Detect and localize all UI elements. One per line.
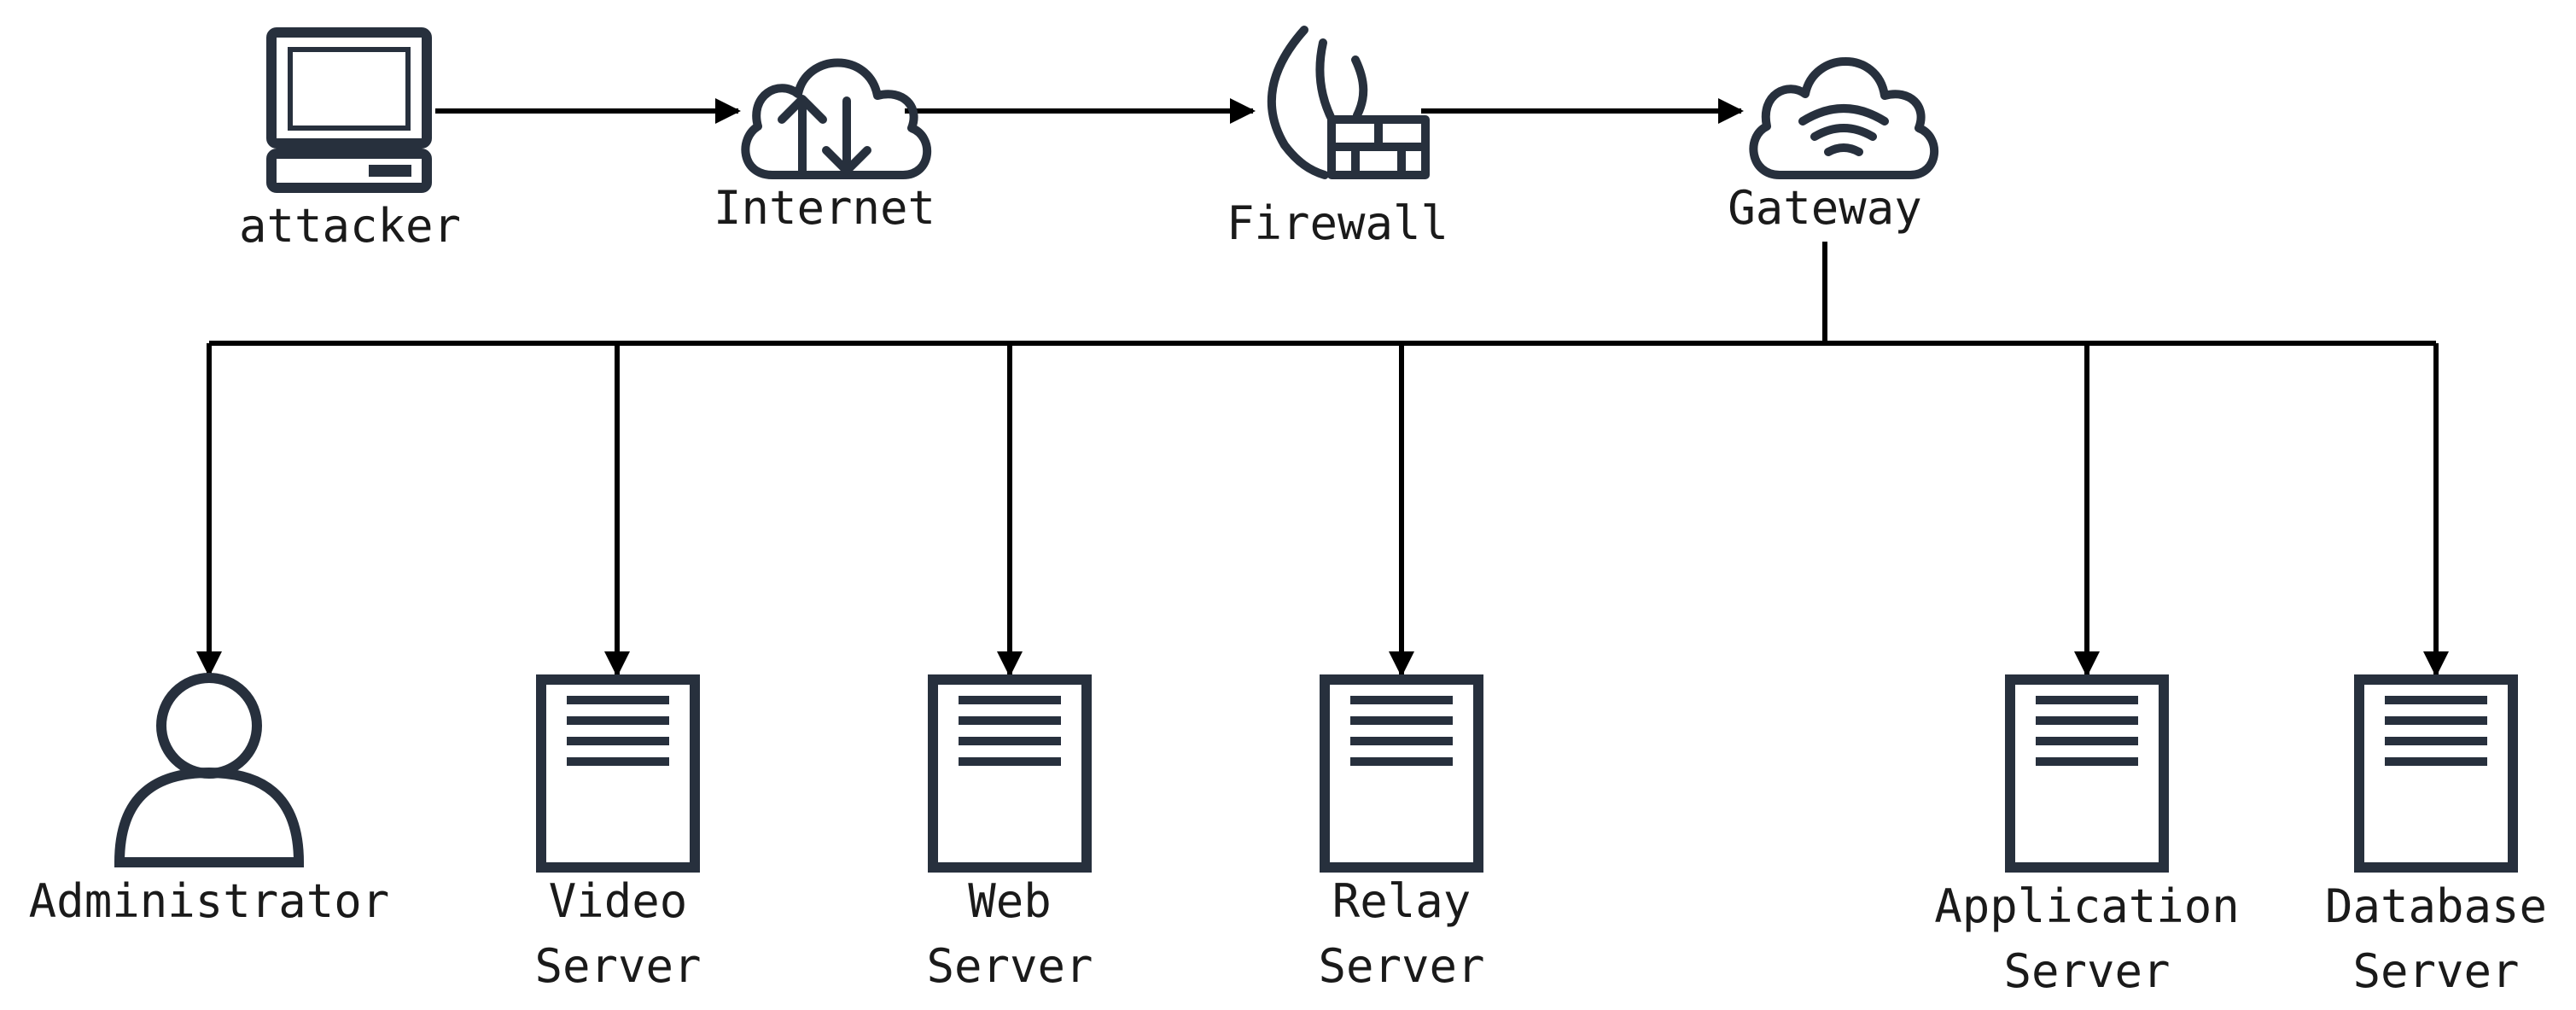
relay-server-label-line1: Relay bbox=[1332, 874, 1472, 928]
relay-server-icon bbox=[1325, 680, 1478, 867]
video-server-label-line1: Video bbox=[549, 874, 688, 928]
user-icon bbox=[114, 673, 305, 867]
database-server-icon bbox=[2359, 680, 2513, 867]
web-server-icon bbox=[933, 680, 1087, 867]
administrator-label: Administrator bbox=[29, 874, 390, 928]
web-server-label-line2: Server bbox=[926, 939, 1093, 993]
relay-server-label-line2: Server bbox=[1318, 939, 1484, 993]
database-server-label-line1: Database bbox=[2325, 879, 2547, 933]
cloud-upload-download-icon bbox=[741, 58, 932, 179]
web-server-label-line1: Web bbox=[968, 874, 1052, 928]
attacker-label: attacker bbox=[239, 199, 461, 253]
cloud-wifi-icon bbox=[1749, 57, 1939, 179]
firewall-icon bbox=[1267, 26, 1430, 179]
application-server-label-line1: Application bbox=[1934, 879, 2240, 933]
computer-icon bbox=[266, 27, 432, 193]
video-server-label-line2: Server bbox=[534, 939, 701, 993]
internet-label: Internet bbox=[714, 181, 935, 235]
application-server-label-line2: Server bbox=[2003, 944, 2170, 998]
firewall-label: Firewall bbox=[1227, 196, 1448, 250]
gateway-label: Gateway bbox=[1728, 181, 1922, 235]
application-server-icon bbox=[2010, 680, 2164, 867]
database-server-label-line2: Server bbox=[2352, 944, 2519, 998]
connectors bbox=[196, 98, 2449, 677]
video-server-icon bbox=[541, 680, 695, 867]
